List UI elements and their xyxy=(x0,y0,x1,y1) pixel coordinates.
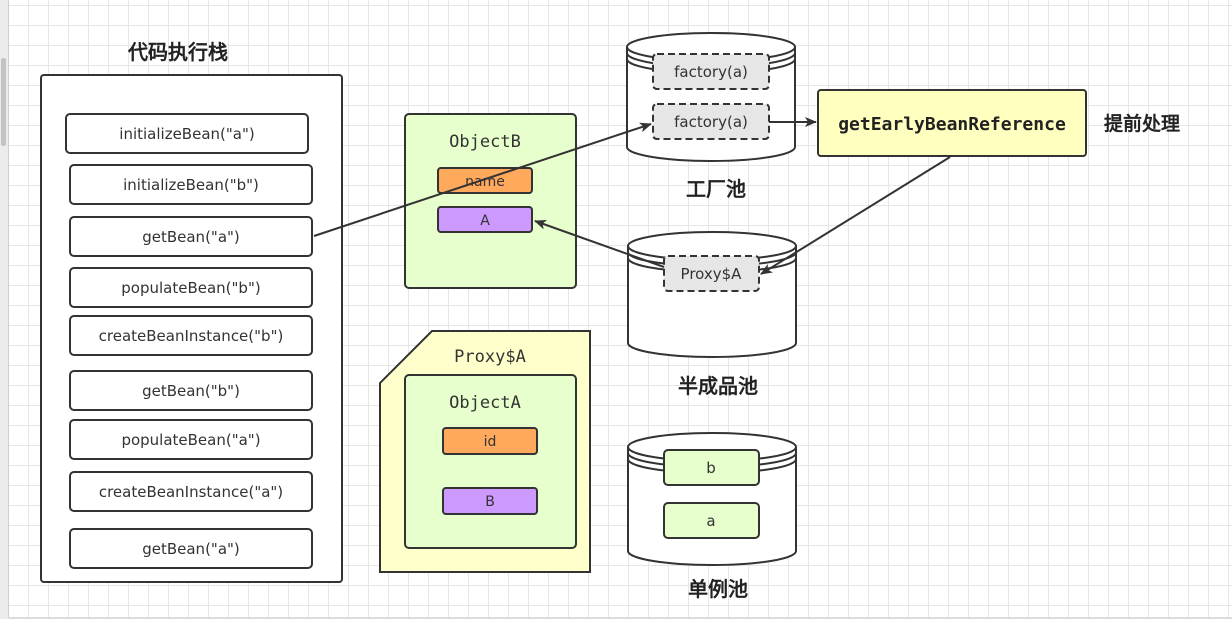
arrow-getbean-to-factory xyxy=(313,122,652,237)
singleton-item-b: b xyxy=(663,449,760,486)
objectB-field-A: A xyxy=(437,206,533,233)
factory-item-1: factory(a) xyxy=(652,103,770,140)
stack-item-1: initializeBean("b") xyxy=(69,164,313,205)
stack-title: 代码执行栈 xyxy=(127,40,228,64)
field-label: name xyxy=(465,174,505,190)
stack-item-3: populateBean("b") xyxy=(69,267,313,308)
stack-item-label: getBean("a") xyxy=(142,228,240,246)
proxyA-title: Proxy$A xyxy=(454,347,526,367)
stack-item-7: createBeanInstance("a") xyxy=(69,471,313,512)
field-label: id xyxy=(484,434,497,450)
bottom-edge xyxy=(8,617,1232,619)
proxyA-box: Proxy$A ObjectA id B xyxy=(379,330,591,573)
objectB-title: ObjectB xyxy=(449,132,521,152)
early-reference-box: getEarlyBeanReference xyxy=(817,89,1087,157)
stack-item-6: populateBean("a") xyxy=(69,419,313,460)
stack-item-label: initializeBean("a") xyxy=(119,125,254,143)
singleton-item-label: b xyxy=(706,459,716,477)
objectA-field-id: id xyxy=(442,427,538,455)
factory-item-0: factory(a) xyxy=(652,53,770,90)
stack-item-2: getBean("a") xyxy=(69,216,313,257)
objectA-title: ObjectA xyxy=(449,393,521,413)
half-pool-item-0: Proxy$A xyxy=(663,255,760,292)
field-label: A xyxy=(480,213,490,229)
early-reference-label: getEarlyBeanReference xyxy=(838,114,1066,135)
stack-item-label: populateBean("a") xyxy=(121,431,260,449)
stack-item-label: initializeBean("b") xyxy=(123,176,259,194)
objectA-box: ObjectA id B xyxy=(404,374,577,549)
singleton-item-a: a xyxy=(663,502,760,539)
half-pool-item-label: Proxy$A xyxy=(681,265,743,283)
stack-item-label: getBean("a") xyxy=(142,540,240,558)
half-pool-cylinder: Proxy$A xyxy=(627,231,797,358)
stack-item-5: getBean("b") xyxy=(69,370,313,411)
stack-item-label: populateBean("b") xyxy=(121,279,260,297)
singleton-pool-label: 单例池 xyxy=(688,577,748,601)
stack-item-4: createBeanInstance("b") xyxy=(69,315,313,356)
stack-item-label: createBeanInstance("a") xyxy=(99,483,283,501)
field-label: B xyxy=(485,494,495,510)
stack-item-8: getBean("a") xyxy=(69,528,313,569)
stack-item-label: getBean("b") xyxy=(142,382,240,400)
window-scrollbar[interactable] xyxy=(0,0,9,619)
factory-item-label: factory(a) xyxy=(674,113,748,131)
stack-item-0: initializeBean("a") xyxy=(65,113,309,154)
stack-item-label: createBeanInstance("b") xyxy=(99,327,284,345)
early-reference-note: 提前处理 xyxy=(1104,112,1180,135)
arrow-half-pool-to-objectB-field xyxy=(534,219,665,268)
factory-item-label: factory(a) xyxy=(674,63,748,81)
scrollbar-thumb[interactable] xyxy=(1,58,6,146)
arrow-early-ref-to-half-pool xyxy=(760,156,951,275)
objectB-box: ObjectB name A xyxy=(404,113,577,289)
objectA-field-B: B xyxy=(442,487,538,515)
factory-pool-cylinder: factory(a) factory(a) xyxy=(626,32,796,162)
singleton-pool-cylinder: b a xyxy=(627,432,797,566)
half-pool-label: 半成品池 xyxy=(678,374,758,398)
factory-pool-label: 工厂池 xyxy=(686,177,746,201)
singleton-item-label: a xyxy=(706,512,715,530)
